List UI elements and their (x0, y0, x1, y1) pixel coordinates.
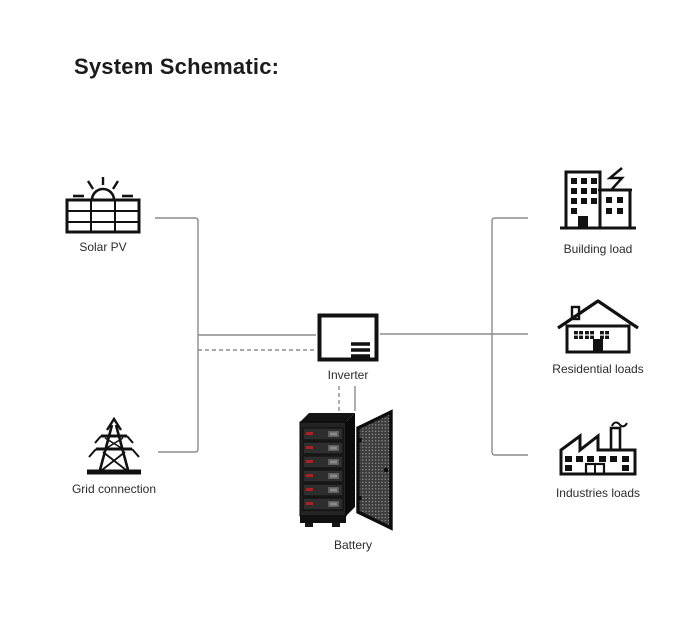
node-inverter: Inverter (317, 313, 379, 382)
residential-loads-label: Residential loads (552, 362, 644, 376)
battery-cabinet-icon (294, 404, 412, 532)
house-icon (554, 296, 642, 356)
factory-icon (555, 420, 641, 480)
inverter-label: Inverter (327, 368, 369, 382)
line-loads-bus-vertical (491, 217, 528, 456)
solar-pv-label: Solar PV (79, 240, 127, 254)
transmission-tower-icon (74, 416, 154, 476)
node-solar-pv: Solar PV (55, 172, 151, 254)
node-building-load: Building load (556, 166, 640, 256)
building-load-label: Building load (563, 242, 633, 256)
page-title: System Schematic: (74, 54, 280, 79)
battery-label: Battery (333, 538, 372, 552)
industries-loads-label: Industries loads (555, 486, 641, 500)
node-residential-loads: Residential loads (550, 296, 646, 376)
inverter-box-icon (317, 313, 379, 362)
solar-panel-icon (55, 172, 151, 234)
node-industries-loads: Industries loads (552, 420, 644, 500)
grid-connection-label: Grid connection (71, 482, 157, 496)
node-battery: Battery (294, 404, 412, 552)
node-grid-connection: Grid connection (58, 416, 170, 496)
office-building-icon (558, 166, 638, 236)
